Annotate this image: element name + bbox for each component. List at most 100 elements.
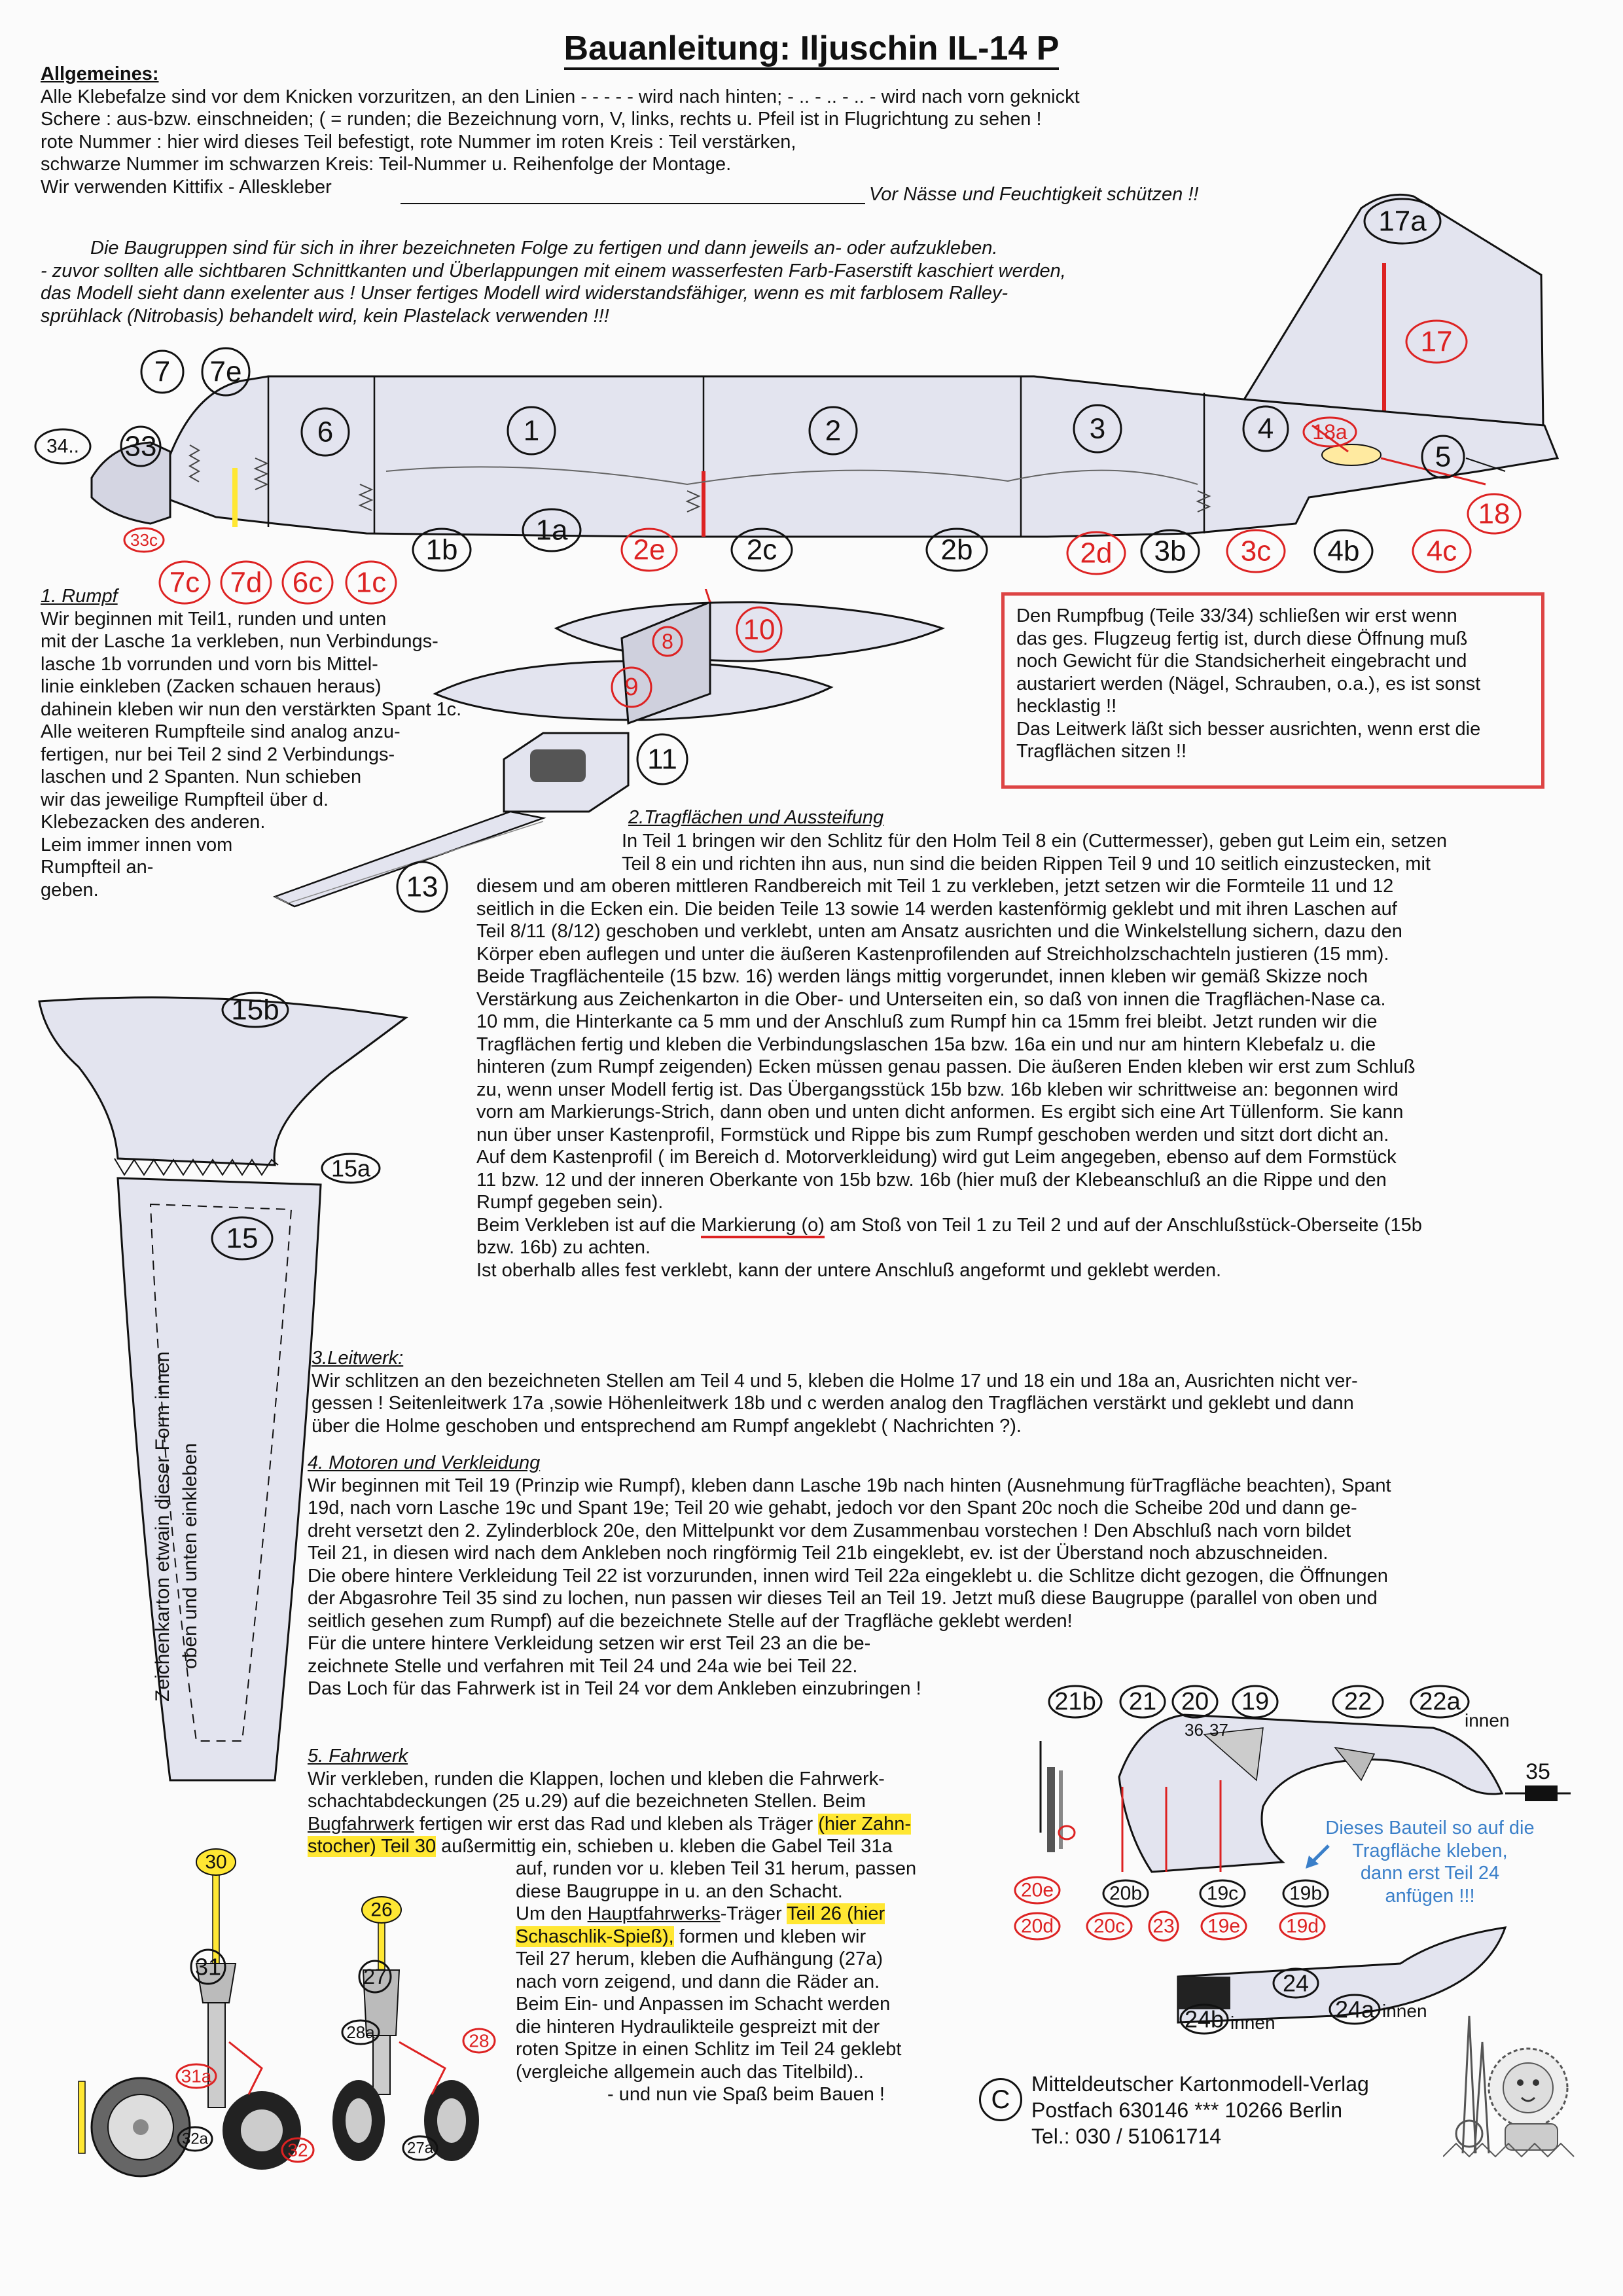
part-label-red: 20e [1014,1876,1061,1905]
section-motoren: 4. Motoren und Verkleidung Wir beginnen … [308,1452,1610,1700]
text-line: Wir beginnen mit Teil 19 (Prinzip wie Ru… [308,1475,1391,1496]
part-label-red: 6c [281,560,334,605]
part-label: 27a [402,2135,438,2161]
svg-text:28: 28 [469,2031,489,2051]
svg-text:32a: 32a [182,2130,209,2148]
copyright-symbol: C [979,2078,1022,2121]
svg-text:3: 3 [1090,413,1105,445]
text-line: seitlich in die Ecken ein. Die beiden Te… [476,898,1397,920]
text-line: Die obere hintere Verkleidung Teil 22 is… [308,1565,1388,1587]
text-line: laschen und 2 Spanten. Nun schieben [41,766,362,787]
svg-text:27: 27 [363,1965,387,1988]
svg-text:4c: 4c [1427,535,1457,567]
publisher-name: Mitteldeutscher Kartonmodell-Verlag [1031,2072,1369,2096]
text-line: Beim Ein- und Anpassen im Schacht werden [516,1994,891,2015]
text-line: Bugfahrwerk fertigen wir erst das Rad un… [308,1813,912,1835]
text-line: Teil 8 ein und richten ihn aus, nun sind… [622,853,1431,874]
part-label: 24 [1272,1967,1319,1999]
part-label: 33 [120,425,162,467]
part-label: 17a [1363,198,1442,245]
publisher-address: Postfach 630146 *** 10266 Berlin [1031,2098,1343,2122]
part-label: 1b [412,528,472,572]
gear-part-labels: 30 31 32a 26 27 28a 27a 31a 32 28 [175,1848,496,2163]
svg-text:5: 5 [1435,441,1451,473]
note-line: noch Gewicht für die Standsicherheit ein… [1016,651,1467,672]
nose-weight-note: Den Rumpfbug (Teile 33/34) schließen wir… [1001,592,1544,789]
svg-text:7d: 7d [230,567,262,599]
part-label-red: 18a [1302,416,1357,448]
text-line: nun über unser Kastenprofil, Formstück u… [476,1124,1389,1145]
part-label-red: 32 [281,2137,315,2163]
section-rumpf: 1. Rumpf Wir beginnen mit Teil1, runden … [41,585,512,901]
svg-text:19c: 19c [1207,1883,1238,1905]
intro-line: Die Baugruppen sind für sich in ihrer be… [90,238,998,259]
part-label-red: 19d [1279,1912,1326,1941]
part-label: 24b [1179,2003,1229,2035]
warning-text: Vor Nässe und Feuchtigkeit schützen !! [869,184,1199,205]
note-line: Das Leitwerk läßt sich besser ausrichten… [1016,718,1481,740]
part-label: 2b [925,528,988,572]
text-line: Verstärkung aus Zeichenkarton in die Obe… [476,988,1386,1010]
blue-assembly-note: Dieses Bauteil so auf die Tragfläche kle… [1325,1817,1535,1907]
svg-text:19: 19 [1241,1688,1269,1715]
note-line: Tragfläche kleben, [1352,1840,1508,1861]
warning-rule [401,203,865,204]
part-label-red: 20c [1086,1912,1133,1941]
part-label: 27 [358,1960,392,1994]
svg-text:28a: 28a [346,2022,375,2042]
part-label: 26 [361,1896,402,1924]
part-label-red: 31a [175,2063,217,2089]
text-line: seitlich gesehen zum Rumpf) auf die beze… [308,1610,1073,1632]
wing-15 [116,1177,322,1782]
text-line: dreht versetzt den 2. Zylinderblock 20e,… [308,1520,1351,1541]
section-tragflaechen-intro: In Teil 1 bringen wir den Schlitz für de… [622,830,1603,875]
svg-text:32: 32 [287,2140,308,2161]
wing-assembly-diagram: 10 8 9 11 13 [272,589,946,913]
svg-text:15b: 15b [231,994,279,1026]
section-leitwerk: 3.Leitwerk: Wir schlitzen an den bezeich… [312,1347,1607,1437]
part-label: 3b [1140,529,1200,573]
part-label: 24a [1329,1994,1381,2025]
text-line: Tragflächen fertig und kleben die Verbin… [476,1033,1376,1055]
text-line: Auf dem Kastenprofil ( im Bereich d. Mot… [476,1147,1397,1168]
text-line: diesem und am oberen mittleren Randberei… [476,876,1394,897]
section-fahrwerk-cont: auf, runden vor u. kleben Teil 31 herum,… [516,1857,1039,2106]
svg-text:8: 8 [662,630,673,653]
section-heading: 3.Leitwerk: [312,1348,404,1369]
svg-text:1a: 1a [536,514,568,547]
part-label-red: 1c [345,560,397,605]
general-heading: Allgemeines: [41,63,159,84]
part-label: 20 [1171,1685,1219,1719]
text-line: linie einkleben (Zacken schauen heraus) [41,676,382,697]
part-label: 34.. [34,428,92,465]
svg-text:22: 22 [1344,1688,1372,1715]
text-line: Beide Tragflächenteile (15 bzw. 16) werd… [476,966,1368,987]
part-label-red: 17 [1405,319,1468,364]
section-fahrwerk: 5. Fahrwerk Wir verkleben, runden die Kl… [308,1745,1027,1858]
part-label: 19c [1199,1879,1246,1908]
svg-text:6c: 6c [293,567,323,599]
intro-line: - zuvor sollten alle sichtbaren Schnittk… [41,260,1066,281]
svg-text:31: 31 [195,1954,221,1981]
svg-text:3c: 3c [1241,535,1271,567]
text-line: diese Baugruppe in u. an den Schacht. [516,1880,843,1902]
publisher-block: Mitteldeutscher Kartonmodell-Verlag Post… [1031,2071,1369,2149]
inner-label-24a: innen [1382,2001,1427,2021]
intro-line: sprühlack (Nitrobasis) behandelt wird, k… [41,305,609,327]
svg-text:27a: 27a [407,2140,434,2157]
part-label-red: 10 [736,606,783,653]
note-line: dann erst Teil 24 [1360,1863,1500,1884]
svg-text:33: 33 [125,431,157,463]
svg-text:19d: 19d [1286,1916,1319,1937]
closing-line: - und nun vie Spaß beim Bauen ! [607,2084,885,2105]
landing-gear-diagram: 30 31 32a 26 27 28a 27a 31a 32 28 [78,1848,496,2178]
text-line: Rumpfteil an- [41,857,154,878]
svg-text:2e: 2e [633,534,666,566]
part-label: 19b [1282,1879,1329,1908]
text-line: Teil 21, in diesen wird nach dem Anklebe… [308,1543,1329,1564]
text-line: vorn am Markierungs-Strich, dann oben un… [476,1102,1404,1122]
svg-text:26: 26 [370,1899,392,1921]
marking-highlight: Markierung (o) [701,1214,825,1238]
section-heading: 1. Rumpf [41,586,118,607]
note-line: Den Rumpfbug (Teile 33/34) schließen wir… [1016,605,1457,626]
